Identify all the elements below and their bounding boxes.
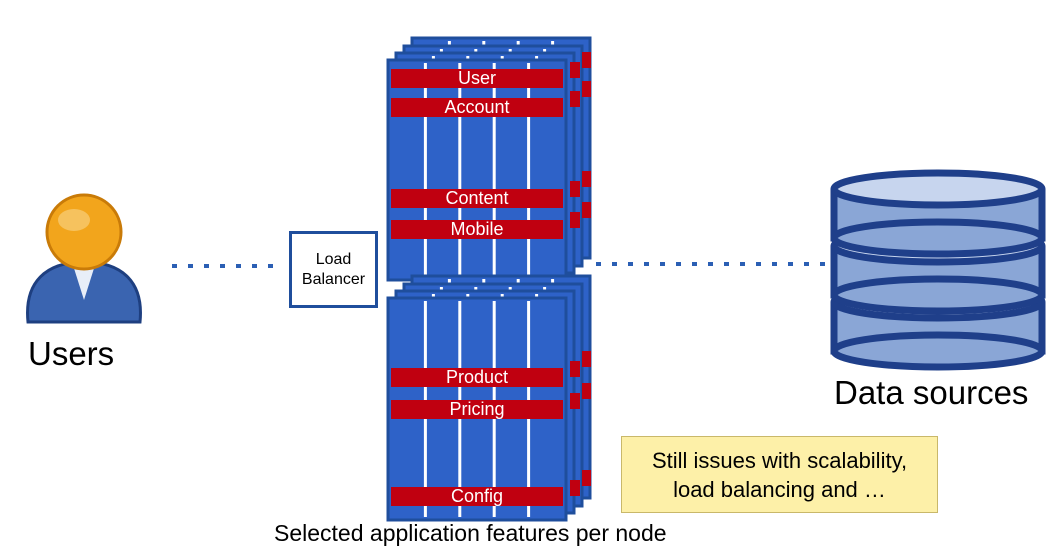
note-line-1: Still issues with scalability,	[651, 447, 908, 473]
user-icon	[26, 193, 142, 324]
feature-label-content: Content	[445, 188, 508, 208]
feature-label-user: User	[458, 68, 496, 88]
bottom-side-tab	[570, 361, 580, 377]
caption: Selected application features per node	[274, 520, 667, 546]
feature-bar-config	[391, 487, 563, 506]
bottom-side-tab	[582, 470, 591, 486]
feature-label-pricing: Pricing	[449, 399, 504, 419]
feature-bar-pricing	[391, 400, 563, 419]
note-line-2: load balancing and …	[673, 476, 886, 502]
top-side-tab	[582, 171, 591, 187]
database-icon	[830, 169, 1046, 371]
top-side-tab	[582, 52, 591, 68]
feature-label-config: Config	[451, 486, 503, 506]
top-side-tab	[582, 81, 591, 97]
bottom-side-tab	[582, 351, 591, 367]
feature-label-product: Product	[446, 367, 508, 387]
users-label: Users	[28, 335, 115, 372]
feature-label-mobile: Mobile	[450, 219, 503, 239]
top-node-front-body	[386, 58, 568, 282]
data-sources-label: Data sources	[834, 374, 1029, 411]
feature-bar-user	[391, 69, 563, 88]
bottom-side-tab	[582, 383, 591, 399]
feature-bar-mobile	[391, 220, 563, 239]
feature-bar-account	[391, 98, 563, 117]
feature-bar-content	[391, 189, 563, 208]
top-side-tab	[570, 212, 580, 228]
bottom-side-tab	[570, 393, 580, 409]
scalability-note: Still issues with scalability, load bala…	[621, 436, 938, 513]
feature-label-account: Account	[444, 97, 509, 117]
top-side-tab	[582, 202, 591, 218]
top-side-tab	[570, 62, 580, 78]
feature-bar-product	[391, 368, 563, 387]
top-side-tab	[570, 91, 580, 107]
load-balancer: Load Balancer	[289, 231, 378, 308]
load-balancer-label: Load Balancer	[301, 250, 366, 288]
bottom-side-tab	[570, 480, 580, 496]
top-side-tab	[570, 181, 580, 197]
